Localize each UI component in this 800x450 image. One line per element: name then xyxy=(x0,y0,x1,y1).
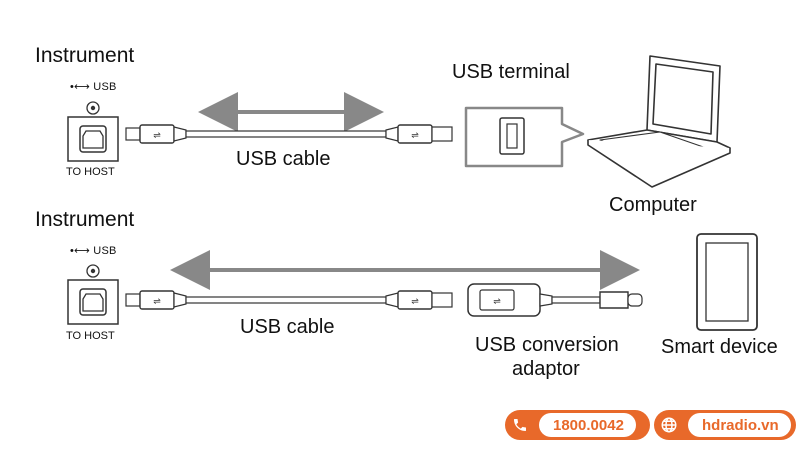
top-instrument-label: Instrument xyxy=(35,44,135,67)
bottom-instrument-label: Instrument xyxy=(35,208,135,231)
top-usb-symbol: •⟷ USB xyxy=(70,80,117,93)
phone-icon xyxy=(505,410,535,440)
usb-conversion-adaptor: ⇌ xyxy=(467,283,643,317)
top-usb-symbol-label: USB xyxy=(93,81,117,93)
phone-badge[interactable]: 1800.0042 xyxy=(505,410,650,440)
top-port-label: TO HOST xyxy=(66,166,115,178)
svg-text:⇌: ⇌ xyxy=(411,296,419,306)
svg-text:⇌: ⇌ xyxy=(153,130,161,140)
bottom-cable-label: USB cable xyxy=(240,316,335,338)
website-badge[interactable]: hdradio.vn xyxy=(654,410,796,440)
usb-terminal-label: USB terminal xyxy=(452,61,570,83)
bottom-usb-symbol-label: USB xyxy=(93,245,117,257)
smart-device-icon xyxy=(696,233,758,331)
adaptor-label-line1: USB xyxy=(475,334,517,356)
computer-laptop-icon xyxy=(587,55,731,188)
usb-trident-icon: •⟷ xyxy=(70,81,91,93)
usb-terminal-callout xyxy=(464,106,585,168)
website-text: hdradio.vn xyxy=(688,413,791,437)
bottom-usb-port-diagram xyxy=(67,264,119,325)
svg-text:⇌: ⇌ xyxy=(411,130,419,140)
adaptor-label-line3: adaptor xyxy=(512,358,580,380)
top-cable-label: USB cable xyxy=(236,148,331,170)
bottom-port-label: TO HOST xyxy=(66,330,115,342)
smart-device-label: Smart device xyxy=(661,336,778,358)
svg-text:⇌: ⇌ xyxy=(493,296,501,306)
top-usb-cable: ⇌ ⇌ xyxy=(125,124,453,144)
top-usb-port-diagram xyxy=(67,101,119,162)
adaptor-label-line2: conversion xyxy=(522,334,619,356)
svg-text:⇌: ⇌ xyxy=(153,296,161,306)
bottom-usb-cable: ⇌ ⇌ xyxy=(125,290,453,310)
phone-number: 1800.0042 xyxy=(539,413,636,437)
bottom-usb-symbol: •⟷ USB xyxy=(70,244,117,257)
globe-icon xyxy=(654,410,684,440)
computer-label: Computer xyxy=(609,194,697,216)
usb-trident-icon: •⟷ xyxy=(70,245,91,257)
